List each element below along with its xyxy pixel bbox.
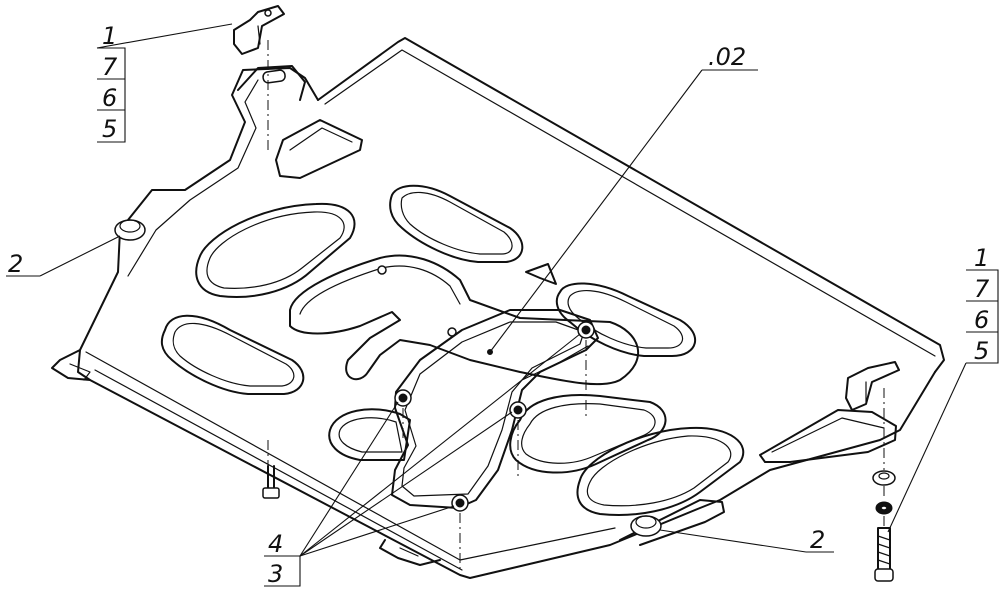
callout-label: 2 xyxy=(810,526,825,554)
callout-label: 1 xyxy=(102,22,117,50)
callout-hatch: .02 xyxy=(489,43,758,353)
callout-label: 5 xyxy=(102,115,117,143)
callout-label: 6 xyxy=(974,306,989,334)
callout-stack-bottom: 4 3 xyxy=(264,333,581,588)
callout-label: .02 xyxy=(708,43,746,71)
callout-label: 1 xyxy=(974,244,989,272)
callout-label: 3 xyxy=(268,560,283,588)
access-hatch-plate xyxy=(391,309,599,509)
skid-plate xyxy=(51,37,945,579)
callout-stack-top-left: 1 7 6 5 xyxy=(96,22,233,143)
callout-label: 4 xyxy=(268,530,283,558)
callout-stack-right: 1 7 6 5 xyxy=(887,244,999,533)
callout-label: 7 xyxy=(102,53,118,81)
mounting-brackets xyxy=(233,5,900,411)
callout-label: 7 xyxy=(974,275,990,303)
callout-mount-right: 2 xyxy=(659,526,834,554)
callout-label: 2 xyxy=(8,250,23,278)
stiffening-slots xyxy=(160,184,745,517)
callout-label: 5 xyxy=(974,337,989,365)
callout-label: 6 xyxy=(102,84,117,112)
fasteners xyxy=(114,219,896,582)
callout-mount-left: 2 xyxy=(6,235,121,278)
center-lines xyxy=(267,40,885,570)
